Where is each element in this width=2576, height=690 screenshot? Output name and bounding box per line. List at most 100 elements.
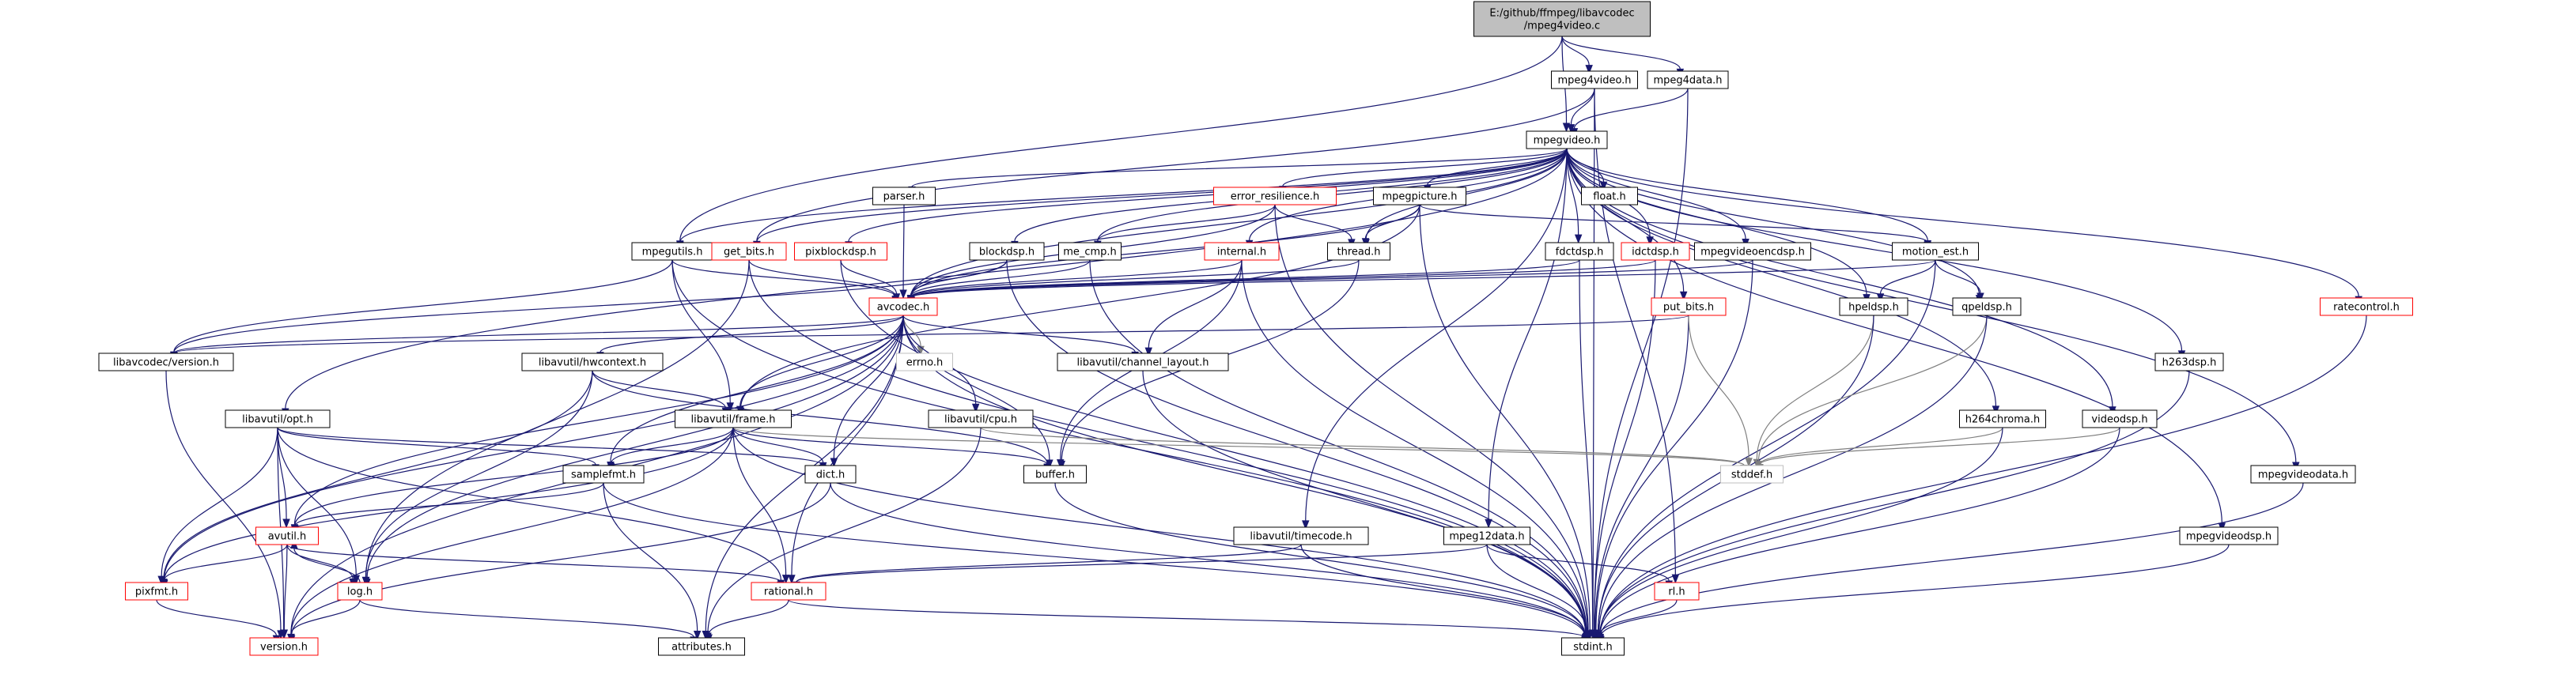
- node-box[interactable]: [872, 187, 936, 205]
- node-box[interactable]: [2179, 526, 2279, 545]
- node-errno-h[interactable]: errno.h: [896, 353, 953, 371]
- node-box[interactable]: [249, 637, 319, 656]
- node-samplefmt-h[interactable]: samplefmt.h: [562, 465, 645, 484]
- node-version-h[interactable]: version.h: [249, 637, 319, 656]
- node-ratecontrol-h[interactable]: ratecontrol.h: [2320, 297, 2413, 316]
- node-h264chroma-h[interactable]: h264chroma.h: [1959, 409, 2046, 428]
- node-mpeg4data-h[interactable]: mpeg4data.h: [1647, 70, 1729, 89]
- node-box[interactable]: [1373, 187, 1466, 205]
- node-box[interactable]: [337, 582, 383, 601]
- node-box[interactable]: [2082, 409, 2158, 428]
- node-motion-est-h[interactable]: motion_est.h: [1892, 242, 1979, 261]
- node-mpegvideodsp-h[interactable]: mpegvideodsp.h: [2179, 526, 2279, 545]
- node-box[interactable]: [2154, 353, 2224, 371]
- node-box[interactable]: [928, 409, 1034, 428]
- node-box[interactable]: [1058, 242, 1122, 261]
- node-channel-layout-h[interactable]: libavutil/channel_layout.h: [1057, 353, 1229, 371]
- node-box[interactable]: [1473, 1, 1651, 37]
- node-stdint-h[interactable]: stdint.h: [1561, 637, 1625, 656]
- node-avutil-h[interactable]: avutil.h: [255, 526, 319, 545]
- node-fdctdsp-h[interactable]: fdctdsp.h: [1545, 242, 1614, 261]
- node-mpegpicture-h[interactable]: mpegpicture.h: [1373, 187, 1466, 205]
- node-h263dsp-h[interactable]: h263dsp.h: [2154, 353, 2224, 371]
- edge-avutil_h-to-pixfmt_h: [160, 544, 288, 590]
- node-mpegvideo-h[interactable]: mpegvideo.h: [1526, 130, 1608, 149]
- node-box[interactable]: [125, 582, 188, 601]
- node-frame-h[interactable]: libavutil/frame.h: [675, 409, 792, 428]
- node-mpegvideoencdsp-h[interactable]: mpegvideoencdsp.h: [1694, 242, 1811, 261]
- node-box[interactable]: [1233, 526, 1369, 545]
- node-pixblockdsp-h[interactable]: pixblockdsp.h: [794, 242, 887, 261]
- node-box[interactable]: [1892, 242, 1979, 261]
- node-box[interactable]: [1561, 637, 1625, 656]
- node-mpegutils-h[interactable]: mpegutils.h: [631, 242, 713, 261]
- node-hwcontext-h[interactable]: libavutil/hwcontext.h: [521, 353, 664, 371]
- node-box[interactable]: [521, 353, 664, 371]
- node-cpu-h[interactable]: libavutil/cpu.h: [928, 409, 1034, 428]
- node-me-cmp-h[interactable]: me_cmp.h: [1058, 242, 1122, 261]
- node-box[interactable]: [1839, 297, 1908, 316]
- node-hpeldsp-h[interactable]: hpeldsp.h: [1839, 297, 1908, 316]
- node-buffer-h[interactable]: buffer.h: [1023, 465, 1087, 484]
- node-box[interactable]: [1952, 297, 2022, 316]
- node-box[interactable]: [1204, 242, 1280, 261]
- node-box[interactable]: [1647, 70, 1729, 89]
- node-box[interactable]: [794, 242, 887, 261]
- node-box[interactable]: [1327, 242, 1390, 261]
- node-box[interactable]: [1023, 465, 1087, 484]
- node-box[interactable]: [675, 409, 792, 428]
- node-log-h[interactable]: log.h: [337, 582, 383, 601]
- node-box[interactable]: [1959, 409, 2046, 428]
- node-box[interactable]: [98, 353, 234, 371]
- node-stddef-h[interactable]: stddef.h: [1720, 465, 1784, 484]
- node-internal-h[interactable]: internal.h: [1204, 242, 1280, 261]
- node-box[interactable]: [1621, 242, 1690, 261]
- node-box[interactable]: [1654, 582, 1700, 601]
- node-mpeg12data-h[interactable]: mpeg12data.h: [1443, 526, 1530, 545]
- node-box[interactable]: [1057, 353, 1229, 371]
- node-parser-h[interactable]: parser.h: [872, 187, 936, 205]
- node-box[interactable]: [1551, 70, 1638, 89]
- node-box[interactable]: [804, 465, 857, 484]
- node-get-bits-h[interactable]: get_bits.h: [711, 242, 787, 261]
- node-attributes-h[interactable]: attributes.h: [658, 637, 745, 656]
- node-box[interactable]: [1526, 130, 1608, 149]
- node-libavcodec-version-h[interactable]: libavcodec/version.h: [98, 353, 234, 371]
- node-float-h[interactable]: float.h: [1581, 187, 1638, 205]
- node-box[interactable]: [1651, 297, 1727, 316]
- node-box[interactable]: [1581, 187, 1638, 205]
- node-box[interactable]: [658, 637, 745, 656]
- node-box[interactable]: [1443, 526, 1530, 545]
- node-box[interactable]: [2320, 297, 2413, 316]
- node-dict-h[interactable]: dict.h: [804, 465, 857, 484]
- node-put-bits-h[interactable]: put_bits.h: [1651, 297, 1727, 316]
- node-rl-h[interactable]: rl.h: [1654, 582, 1700, 601]
- node-box[interactable]: [2250, 465, 2356, 484]
- node-idctdsp-h[interactable]: idctdsp.h: [1621, 242, 1690, 261]
- node-rational-h[interactable]: rational.h: [751, 582, 827, 601]
- node-box[interactable]: [1213, 187, 1337, 205]
- node-qpeldsp-h[interactable]: qpeldsp.h: [1952, 297, 2022, 316]
- node-box[interactable]: [255, 526, 319, 545]
- node-box[interactable]: [1545, 242, 1614, 261]
- node-opt-h[interactable]: libavutil/opt.h: [225, 409, 331, 428]
- node-mpeg4video-h[interactable]: mpeg4video.h: [1551, 70, 1638, 89]
- node-timecode-h[interactable]: libavutil/timecode.h: [1233, 526, 1369, 545]
- node-avcodec-h[interactable]: avcodec.h: [868, 297, 938, 316]
- node-box[interactable]: [868, 297, 938, 316]
- node-thread-h[interactable]: thread.h: [1327, 242, 1390, 261]
- node-box[interactable]: [1694, 242, 1811, 261]
- node-blockdsp-h[interactable]: blockdsp.h: [969, 242, 1045, 261]
- node-box[interactable]: [711, 242, 787, 261]
- node-root[interactable]: E:/github/ffmpeg/libavcodec/mpeg4video.c: [1473, 1, 1651, 37]
- node-box[interactable]: [751, 582, 827, 601]
- node-mpegvideodata-h[interactable]: mpegvideodata.h: [2250, 465, 2356, 484]
- node-box[interactable]: [969, 242, 1045, 261]
- node-box[interactable]: [225, 409, 331, 428]
- node-box[interactable]: [1720, 465, 1784, 484]
- node-pixfmt-h[interactable]: pixfmt.h: [125, 582, 188, 601]
- node-box[interactable]: [896, 353, 953, 371]
- node-videodsp-h[interactable]: videodsp.h: [2082, 409, 2158, 428]
- node-error-resilience-h[interactable]: error_resilience.h: [1213, 187, 1337, 205]
- node-box[interactable]: [562, 465, 645, 484]
